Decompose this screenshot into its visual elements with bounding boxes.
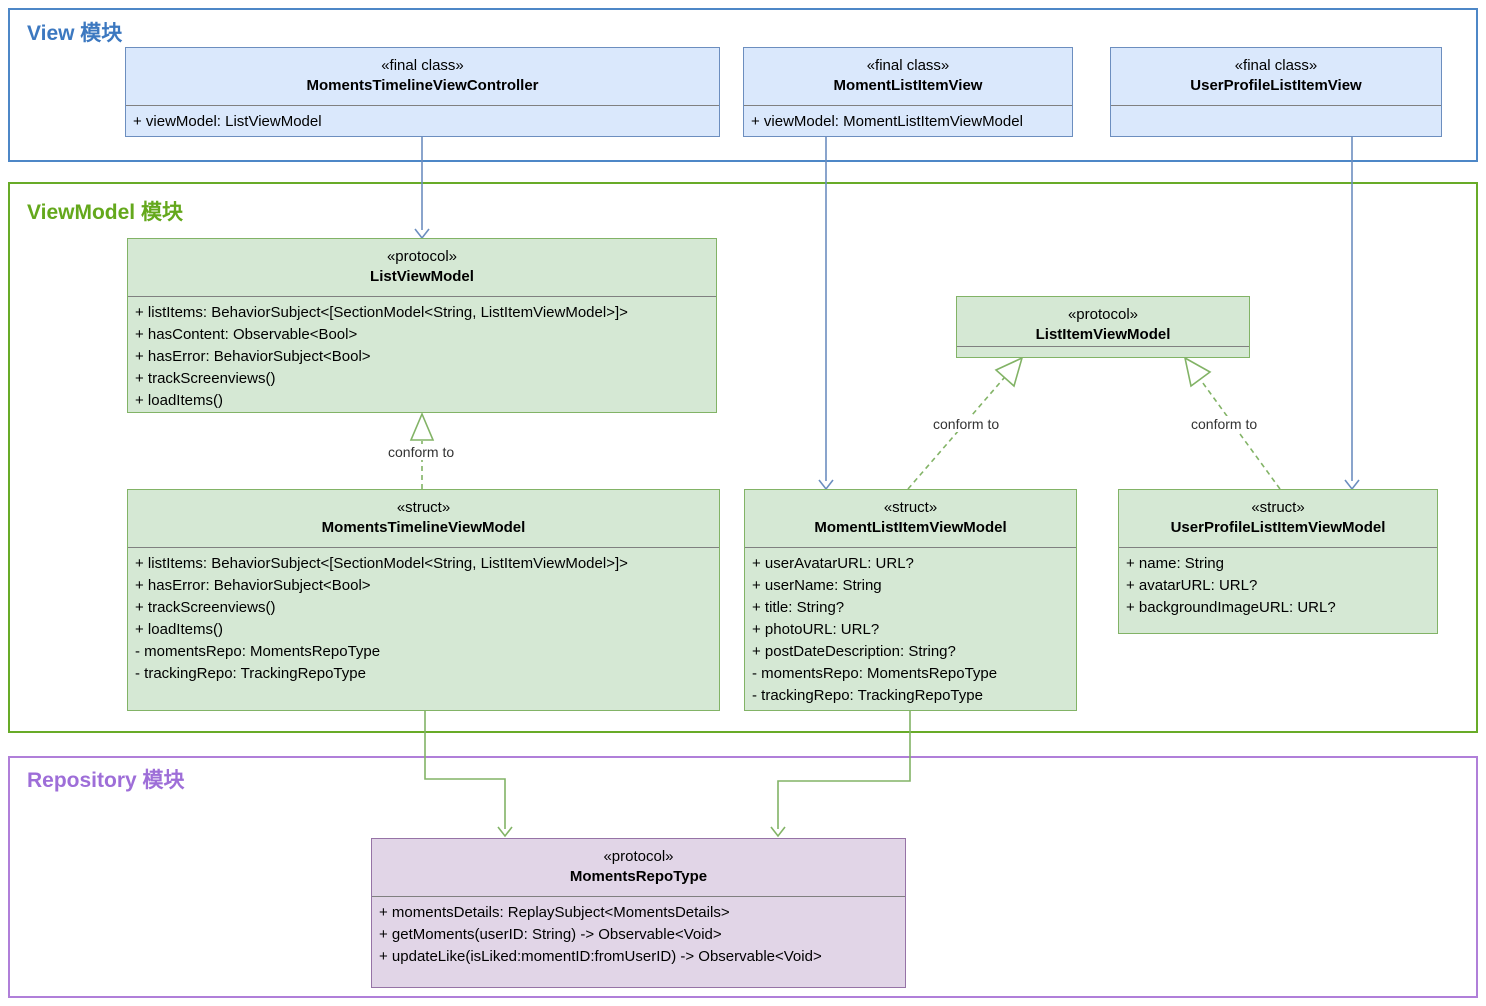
module-container-view (8, 8, 1478, 162)
class-name: UserProfileListItemView (1190, 77, 1362, 94)
conform-to-label-left: conform to (930, 416, 1003, 432)
attribute-line: + momentsDetails: ReplaySubject<MomentsD… (379, 904, 730, 921)
class-attributes: + listItems: BehaviorSubject<[SectionMod… (128, 548, 719, 690)
attribute-line: + backgroundImageURL: URL? (1126, 599, 1336, 616)
class-attributes (1111, 106, 1441, 116)
class-attributes: + viewModel: MomentListItemViewModel (744, 106, 1072, 138)
class-name: MomentsTimelineViewModel (321, 519, 526, 536)
attribute-line: + photoURL: URL? (752, 621, 880, 638)
class-stereotype: «struct» (1251, 499, 1305, 516)
attribute-line: - trackingRepo: TrackingRepoType (752, 687, 983, 704)
class-name: UserProfileListItemViewModel (1170, 519, 1386, 536)
class-name: ListItemViewModel (1035, 326, 1171, 343)
module-title-view: View 模块 (27, 22, 123, 45)
class-box-momentsrepotype: «protocol» MomentsRepoType + momentsDeta… (371, 838, 906, 988)
class-header: «struct» MomentsTimelineViewModel (128, 490, 719, 548)
class-box-momentstimelineviewmodel: «struct» MomentsTimelineViewModel + list… (127, 489, 720, 711)
class-box-listviewmodel: «protocol» ListViewModel + listItems: Be… (127, 238, 717, 413)
class-stereotype: «protocol» (386, 248, 458, 265)
class-stereotype: «protocol» (1067, 306, 1139, 323)
class-header: «protocol» ListViewModel (128, 239, 716, 297)
class-name: MomentsRepoType (569, 868, 708, 885)
attribute-line: + title: String? (752, 599, 845, 616)
attribute-line: + listItems: BehaviorSubject<[SectionMod… (135, 555, 628, 572)
attribute-line: + loadItems() (135, 621, 223, 638)
class-stereotype: «final class» (866, 57, 950, 74)
attribute-line: + postDateDescription: String? (752, 643, 956, 660)
conform-to-label-center: conform to (385, 444, 458, 460)
attribute-line: + userAvatarURL: URL? (752, 555, 914, 572)
class-box-momentlistitemviewmodel: «struct» MomentListItemViewModel + userA… (744, 489, 1077, 711)
attribute-line: + viewModel: ListViewModel (133, 113, 322, 130)
class-stereotype: «protocol» (603, 848, 674, 865)
attribute-line: + avatarURL: URL? (1126, 577, 1258, 594)
class-stereotype: «struct» (396, 499, 451, 516)
class-header: «protocol» MomentsRepoType (372, 839, 905, 897)
class-attributes: + name: String + avatarURL: URL? + backg… (1119, 548, 1437, 624)
class-box-userprofilelistitemview: «final class» UserProfileListItemView (1110, 47, 1442, 137)
attribute-line: - momentsRepo: MomentsRepoType (752, 665, 998, 682)
attribute-line: + getMoments(userID: String) -> Observab… (379, 926, 722, 943)
attribute-line: + hasError: BehaviorSubject<Bool> (135, 577, 371, 594)
class-name: MomentListItemView (833, 77, 983, 94)
class-header: «struct» UserProfileListItemViewModel (1119, 490, 1437, 548)
class-name: MomentListItemViewModel (814, 519, 1007, 536)
class-header: «final class» MomentsTimelineViewControl… (126, 48, 719, 106)
attribute-line: + listItems: BehaviorSubject<[SectionMod… (135, 304, 628, 321)
class-stereotype: «final class» (1234, 57, 1318, 74)
attribute-line: + userName: String (752, 577, 882, 594)
attribute-line: + viewModel: MomentListItemViewModel (751, 113, 1023, 130)
attribute-line: + hasError: BehaviorSubject<Bool> (135, 348, 371, 365)
class-stereotype: «struct» (883, 499, 938, 516)
class-stereotype: «final class» (381, 57, 464, 74)
attribute-line: + trackScreenviews() (135, 599, 276, 616)
class-box-listitemviewmodel: «protocol» ListItemViewModel (956, 296, 1250, 358)
attribute-line: - trackingRepo: TrackingRepoType (135, 665, 366, 682)
class-attributes: + momentsDetails: ReplaySubject<MomentsD… (372, 897, 905, 973)
class-box-momentstimelineviewcontroller: «final class» MomentsTimelineViewControl… (125, 47, 720, 137)
class-header: «final class» UserProfileListItemView (1111, 48, 1441, 106)
class-attributes: + listItems: BehaviorSubject<[SectionMod… (128, 297, 716, 417)
class-box-momentlistitemview: «final class» MomentListItemView + viewM… (743, 47, 1073, 137)
module-title-repository: Repository 模块 (27, 769, 185, 792)
class-attributes: + viewModel: ListViewModel (126, 106, 719, 138)
class-box-userprofilelistitemviewmodel: «struct» UserProfileListItemViewModel + … (1118, 489, 1438, 634)
class-header: «protocol» ListItemViewModel (957, 297, 1249, 347)
attribute-line: + updateLike(isLiked:momentID:fromUserID… (379, 948, 822, 965)
class-attributes: + userAvatarURL: URL? + userName: String… (745, 548, 1076, 712)
attribute-line: + hasContent: Observable<Bool> (135, 326, 358, 343)
attribute-line: - momentsRepo: MomentsRepoType (135, 643, 381, 660)
class-header: «final class» MomentListItemView (744, 48, 1072, 106)
attribute-line: + name: String (1126, 555, 1224, 572)
class-header: «struct» MomentListItemViewModel (745, 490, 1076, 548)
module-title-viewmodel: ViewModel 模块 (27, 201, 183, 224)
module-container-viewmodel (8, 182, 1478, 733)
attribute-line: + trackScreenviews() (135, 370, 276, 387)
conform-to-label-right: conform to (1188, 416, 1261, 432)
module-container-repository (8, 756, 1478, 998)
class-name: MomentsTimelineViewController (306, 77, 539, 94)
attribute-line: + loadItems() (135, 392, 223, 409)
class-name: ListViewModel (370, 268, 474, 285)
